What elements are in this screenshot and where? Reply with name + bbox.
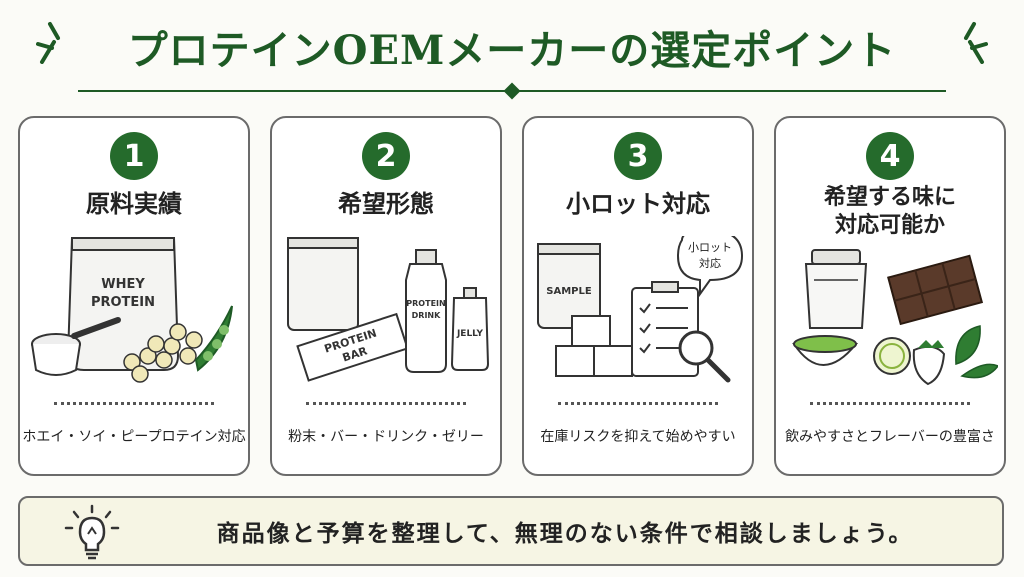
- card-title-line-2: 対応可能か: [834, 213, 945, 238]
- card-title: 原料実績: [86, 190, 182, 218]
- card-caption: 飲みやすさとフレーバーの豊富さ: [785, 429, 995, 445]
- lightbulb-icon: [64, 504, 120, 566]
- bubble-text-1: 小ロット: [688, 241, 732, 254]
- advice-banner: 商品像と予算を整理して、無理のない条件で相談しましょう。: [18, 496, 1004, 566]
- point-card-4: 4 希望する味に 対応可能か: [774, 116, 1006, 476]
- flavor-illustration: [784, 236, 1000, 386]
- point-card-2: 2 希望形態 PROTEIN BAR PROTEIN DRINK JELLY 粉…: [270, 116, 502, 476]
- card-title: 小ロット対応: [566, 190, 710, 218]
- burst-right-icon: [944, 20, 988, 68]
- advice-text: 商品像と予算を整理して、無理のない条件で相談しましょう。: [216, 521, 914, 547]
- card-title-line-1: 希望する味に: [823, 185, 956, 210]
- dotted-divider: [54, 402, 214, 405]
- number-badge: 2: [362, 132, 410, 180]
- card-caption: 粉末・バー・ドリンク・ゼリー: [288, 429, 484, 445]
- dotted-divider: [810, 402, 970, 405]
- sample-label: SAMPLE: [546, 286, 592, 297]
- card-caption: 在庫リスクを抑えて始めやすい: [540, 429, 736, 445]
- point-card-1: 1 原料実績 WHEY PROTEIN ホエイ・ソイ・ピープロテイン対応: [18, 116, 250, 476]
- bubble-text-2: 対応: [699, 256, 721, 270]
- page-title: プロテインOEMメーカーの選定ポイント: [127, 27, 897, 74]
- card-title: 希望する味に 対応可能か: [776, 184, 1004, 240]
- number-badge: 3: [614, 132, 662, 180]
- product-forms-illustration: PROTEIN BAR PROTEIN DRINK JELLY: [280, 236, 494, 386]
- card-caption: ホエイ・ソイ・ピープロテイン対応: [22, 429, 246, 445]
- number-badge: 4: [866, 132, 914, 180]
- burst-left-icon: [36, 20, 80, 68]
- point-card-3: 3 小ロット対応 SAMPLE: [522, 116, 754, 476]
- card-title: 希望形態: [338, 190, 434, 218]
- title-area: プロテインOEMメーカーの選定ポイント: [0, 14, 1024, 80]
- protein-illustration: WHEY PROTEIN: [28, 236, 242, 386]
- pouch-label-1: WHEY: [101, 277, 145, 292]
- dotted-divider: [306, 402, 466, 405]
- drink-label-1: PROTEIN: [406, 299, 445, 308]
- divider-diamond: [503, 82, 521, 100]
- drink-label-2: DRINK: [412, 311, 441, 320]
- dotted-divider: [558, 402, 718, 405]
- pouch-label-2: PROTEIN: [91, 295, 155, 310]
- number-badge: 1: [110, 132, 158, 180]
- small-lot-illustration: SAMPLE 小ロット 対応: [532, 228, 746, 386]
- jelly-label: JELLY: [456, 329, 484, 339]
